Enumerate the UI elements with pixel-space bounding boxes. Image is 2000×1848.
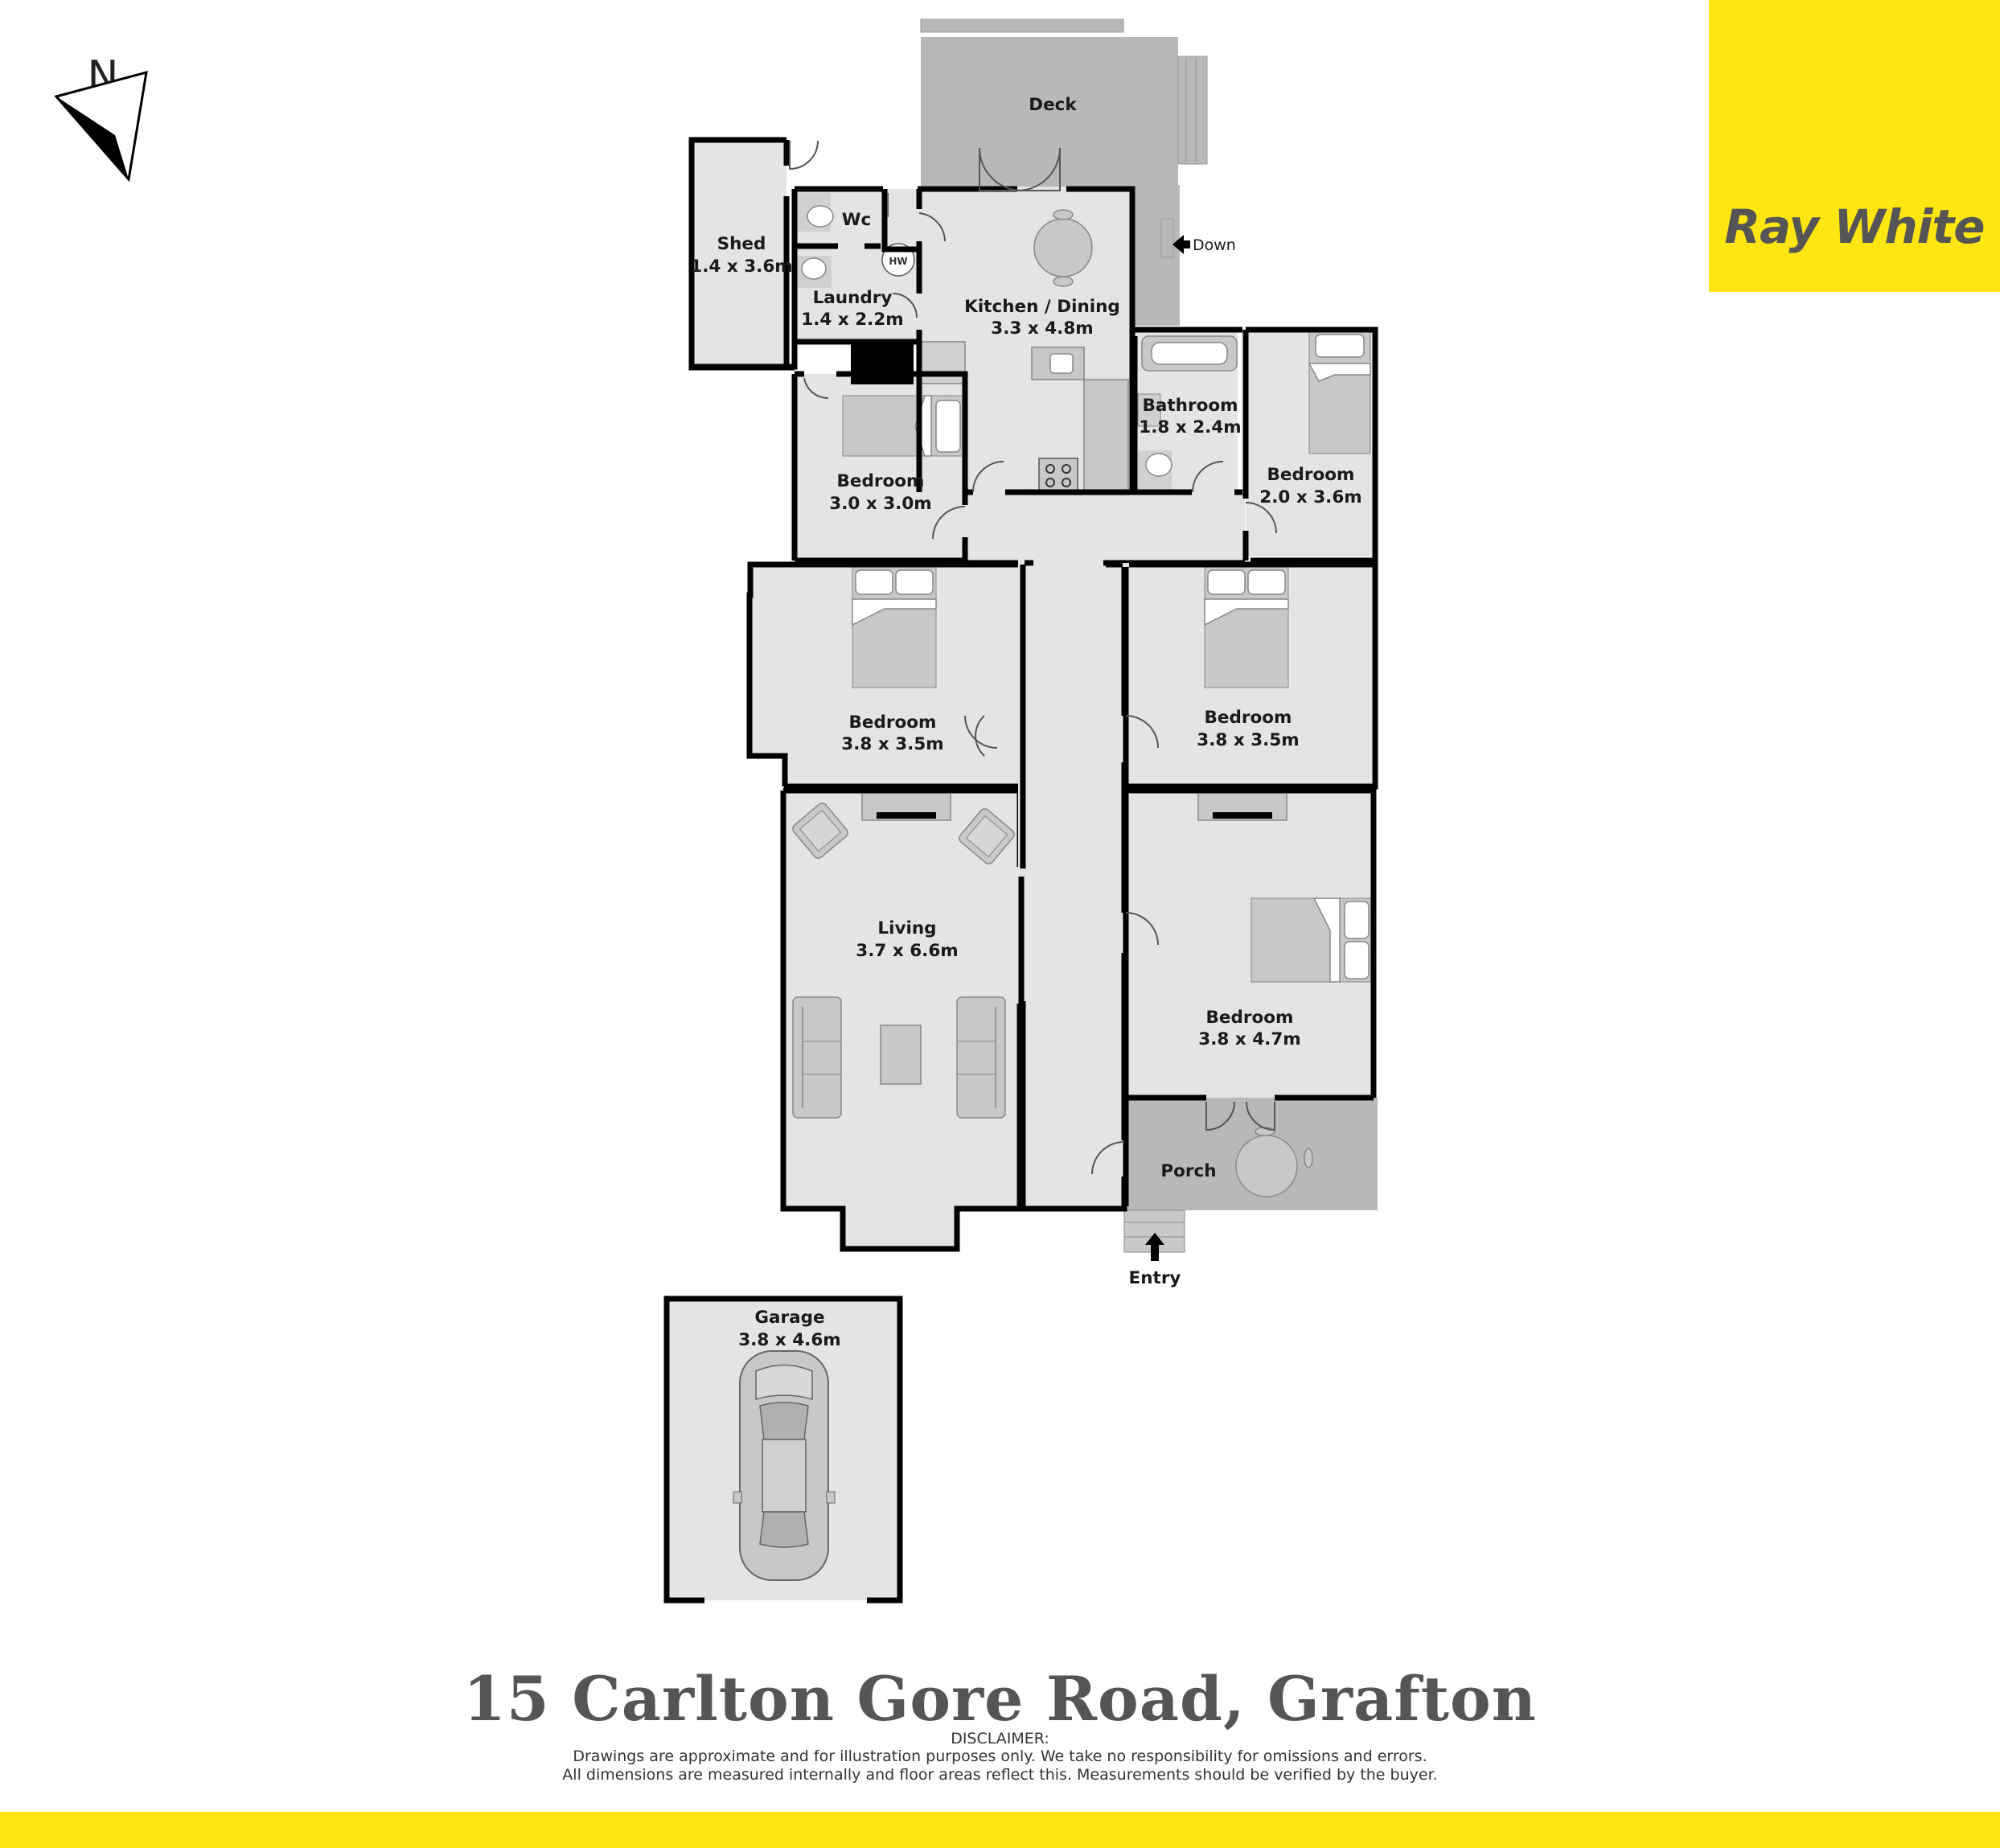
bedroom-se-label: Bedroom bbox=[1206, 1008, 1294, 1028]
brand-logo: Ray White bbox=[1709, 0, 2000, 292]
bedroom-e-size: 3.8 x 3.5m bbox=[1197, 730, 1299, 750]
laundry-size: 1.4 x 2.2m bbox=[801, 310, 903, 330]
bedroom-e-label: Bedroom bbox=[1205, 708, 1292, 728]
deck-label: Deck bbox=[1029, 95, 1077, 115]
shed-size: 1.4 x 3.6m bbox=[690, 257, 792, 277]
door-swings bbox=[789, 140, 1277, 1175]
north-arrow-icon: N bbox=[54, 52, 148, 183]
garage-label: Garage bbox=[754, 1308, 824, 1328]
kitchen-size: 3.3 x 4.8m bbox=[991, 318, 1093, 339]
entry-label: Entry bbox=[1129, 1268, 1181, 1288]
porch-label: Porch bbox=[1160, 1161, 1216, 1181]
laundry-label: Laundry bbox=[813, 288, 893, 308]
property-address: 15 Carlton Gore Road, Grafton bbox=[463, 1663, 1537, 1735]
bathroom-label: Bathroom bbox=[1142, 396, 1238, 416]
bedroom-w-size: 3.8 x 3.5m bbox=[841, 734, 943, 754]
entry-arrow-icon bbox=[1145, 1233, 1164, 1261]
disclaimer-heading: DISCLAIMER: bbox=[951, 1730, 1049, 1747]
down-arrow-icon bbox=[1172, 235, 1190, 254]
bedroom-nw-size: 3.0 x 3.0m bbox=[829, 494, 931, 514]
disclaimer-line-2: All dimensions are measured internally a… bbox=[562, 1766, 1438, 1784]
bedroom-se-size: 3.8 x 4.7m bbox=[1198, 1029, 1300, 1049]
bedroom-w-label: Bedroom bbox=[849, 713, 937, 733]
wc-label: Wc bbox=[842, 210, 871, 230]
living-furniture bbox=[790, 791, 1313, 1197]
bathroom-size: 1.8 x 2.4m bbox=[1139, 417, 1241, 437]
bedroom-nw-label: Bedroom bbox=[837, 471, 925, 491]
living-size: 3.7 x 6.6m bbox=[856, 941, 958, 961]
disclaimer-line-1: Drawings are approximate and for illustr… bbox=[573, 1747, 1427, 1765]
shed-walls bbox=[688, 137, 798, 370]
brand-name: Ray White bbox=[1724, 199, 1985, 254]
living-label: Living bbox=[877, 918, 936, 938]
hw-label: HW bbox=[889, 256, 907, 267]
garage-size: 3.8 x 4.6m bbox=[738, 1330, 840, 1350]
bedroom-ne-label: Bedroom bbox=[1267, 465, 1355, 485]
car-icon bbox=[733, 1350, 836, 1581]
kitchen-label: Kitchen / Dining bbox=[964, 297, 1120, 317]
footer-bar bbox=[0, 1812, 2000, 1848]
deck bbox=[920, 18, 1208, 326]
shed-label: Shed bbox=[717, 234, 766, 254]
bed-icon bbox=[842, 331, 1373, 983]
down-label: Down bbox=[1193, 236, 1236, 254]
garage-walls bbox=[663, 1296, 903, 1604]
bedroom-ne-size: 2.0 x 3.6m bbox=[1259, 487, 1361, 507]
